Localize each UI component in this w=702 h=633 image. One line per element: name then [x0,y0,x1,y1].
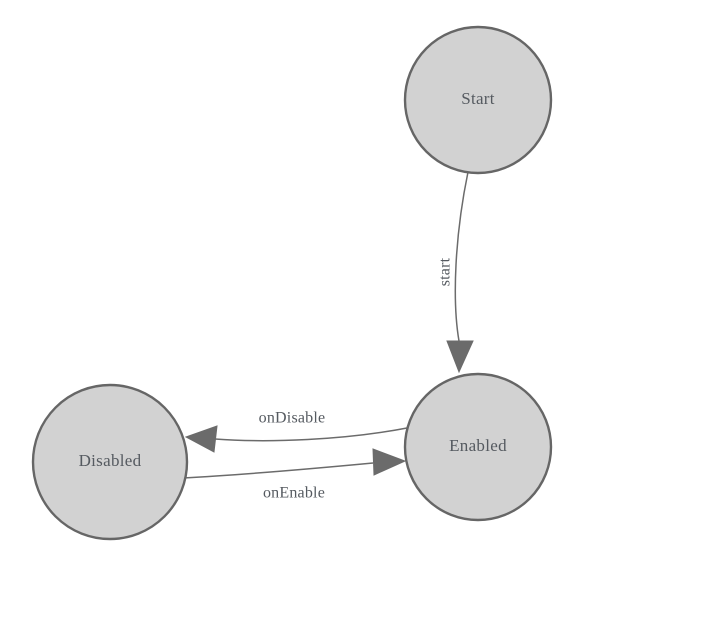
node-start-circle [403,25,553,175]
arrowhead-right-icon [372,448,407,476]
arrowhead-left-icon [184,425,218,453]
node-start-label: Start [461,89,495,108]
node-start[interactable]: Start [403,25,553,175]
edge-enabled-to-disabled[interactable]: onDisable [184,410,408,453]
edge-label-start: start [437,257,454,286]
node-disabled-label: Disabled [79,451,142,470]
edge-enabled-to-disabled-path [214,427,408,442]
edge-start-to-enabled[interactable]: start [437,171,474,374]
node-enabled-circle [403,372,553,522]
node-disabled[interactable]: Disabled [31,383,189,541]
node-disabled-circle [31,383,189,541]
edge-disabled-to-enabled[interactable]: onEnable [181,448,407,502]
edge-disabled-to-enabled-path [181,462,374,479]
node-enabled[interactable]: Enabled [403,372,553,522]
edge-label-onenable: onEnable [263,485,325,502]
arrowhead-down-icon [446,340,474,374]
edge-label-ondisable: onDisable [259,410,326,427]
node-enabled-label: Enabled [449,436,507,455]
edge-start-to-enabled-path [454,171,469,342]
